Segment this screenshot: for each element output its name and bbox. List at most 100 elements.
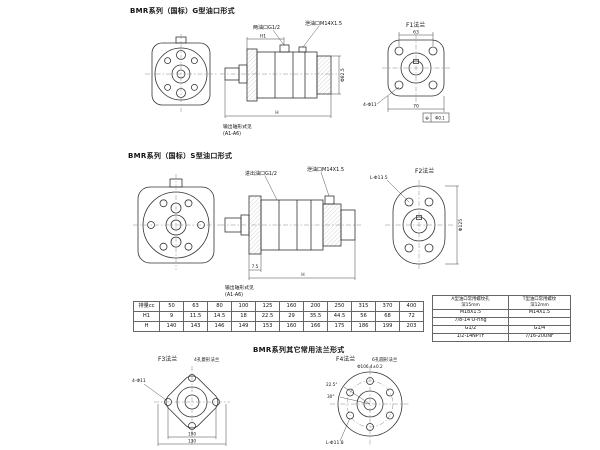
f2-flange-view: F2法兰 L-Φ13.5 Φ125 [370,167,464,270]
f4-angle1-label: 22.5° [326,382,337,387]
row-label: H1 [133,311,160,322]
cell: 1/2-14NPTF [432,333,509,342]
t-port-header: T型油口常用螺纹 深12mm [508,295,571,310]
dim-h1-label: H1 [260,34,266,40]
top-drawing: 两油口G1/2 泄油口M14X1.5 H1 H Φ82.5 输出轴形式见 (A1… [145,20,450,137]
f4-angle2-label: 30° [327,394,334,399]
f3-flange-note: 4孔菱形法兰 [194,356,220,363]
cell: 160 [279,321,304,332]
cell: 44.5 [327,311,352,322]
bottom-section-title: BMR系列其它常用法兰形式 [253,346,345,354]
top-section-title: BMR系列（国标）G型油口形式 [130,7,235,15]
a-port-title-line2: 深15mm [461,302,480,308]
f3-flange-view: F3法兰 4孔菱形法兰 4-Φ11 100 130 [132,355,230,446]
cell: 370 [375,301,400,312]
row-label: 排量cc [133,301,160,312]
cell: G1/2 [432,325,509,334]
cell: 7/8-14 O-ring [432,317,509,326]
f4-flange-label: F4法兰 [336,355,355,363]
cell: 199 [375,321,400,332]
f4-flange-view: F4法兰 6孔圆形法兰 Φ106.4±0.2 22.5° 30° L [326,355,410,446]
thread-row: 1/2-14NPTF 7/16-20UNF [432,333,571,342]
cell: M18X1.5 [432,309,509,318]
cell: 22.5 [255,311,280,322]
middle-drawing: 进出油口G1/2 泄油口M14X1.5 7.5 H 输出轴形式见 (A1-A6)… [133,166,464,298]
t-port-title-line1: T型油口常用螺纹 [522,297,557,303]
dim-shaft-diameter: Φ82.5 [340,68,346,82]
cell: 68 [375,311,400,322]
cell: 7/16-20UNF [508,333,571,342]
cell: 125 [255,301,280,312]
spec-row-displacement: 排量cc 50 63 80 100 125 160 200 250 315 37… [133,301,424,312]
cell: 72 [399,311,424,322]
f3-holes-label: 4-Φ11 [132,378,146,384]
cell [508,317,571,326]
f1-dim-bottom: 70 [413,104,419,110]
spec-row-h: H 140 143 146 149 153 160 166 175 186 19… [133,321,424,332]
f2-flange-label: F2法兰 [415,167,434,175]
t-port-title-line2: 深12mm [530,302,549,308]
port-leader-label-s: 进出油口G1/2 [245,170,277,177]
cell: 80 [207,301,232,312]
thread-row: M18X1.5 M14X1.5 [432,309,571,318]
shaft-note-s-line2: (A1-A6) [225,292,243,298]
cell: 166 [303,321,328,332]
cell: 200 [303,301,328,312]
cell: 315 [351,301,376,312]
cell: 56 [351,311,376,322]
thread-row: 7/8-14 O-ring [432,317,571,326]
cell: 203 [399,321,424,332]
cell: 160 [279,301,304,312]
f1-holes-label: 4-Φ11 [363,102,377,108]
cell: 100 [231,301,256,312]
spec-table: 排量cc 50 63 80 100 125 160 200 250 315 37… [133,301,424,332]
cell: 14.5 [207,311,232,322]
a-port-header: A型油口常用螺纹孔 深15mm [432,295,509,310]
cell: 29 [279,311,304,322]
cell: 9 [159,311,184,322]
f2-dim-side: Φ125 [458,219,464,231]
cell: 175 [327,321,352,332]
cell: 11.5 [183,311,208,322]
f2-holes-label: L-Φ13.5 [370,175,388,181]
cell: 400 [399,301,424,312]
f3-flange-label: F3法兰 [158,355,177,363]
cell: 186 [351,321,376,332]
dim-h-label-s: H [301,272,304,278]
thread-spec-table: A型油口常用螺纹孔 深15mm T型油口常用螺纹 深12mm M18X1.5 M… [432,295,571,342]
thread-header-row: A型油口常用螺纹孔 深15mm T型油口常用螺纹 深12mm [432,295,571,310]
cell: 140 [159,321,184,332]
cell: 146 [207,321,232,332]
tolerance-value: Φ0.1 [435,116,445,121]
bottom-drawing: F3法兰 4孔菱形法兰 4-Φ11 100 130 [132,355,410,446]
dim-h-label: H [275,110,278,116]
motor-front-view-s [133,174,220,270]
cell: G1/4 [508,325,571,334]
cell: 50 [159,301,184,312]
f3-dim-outer: 130 [188,439,196,444]
f1-dim-top: 63 [413,30,419,36]
middle-section-title: BMR系列（国标）S型油口形式 [128,152,233,160]
f4-flange-note: 6孔圆形法兰 [372,356,398,363]
shaft-note-line1: 输出轴形式见 [223,123,252,130]
f3-dim-inner: 100 [188,432,196,437]
row-label: H [133,321,160,332]
tolerance-symbol: ⊕ [425,117,429,122]
cell: 143 [183,321,208,332]
a-port-title-line1: A型油口常用螺纹孔 [451,297,490,303]
dim-small-label: 7.5 [252,264,259,269]
shaft-note-line2: (A1-A6) [223,131,241,137]
cell: M14X1.5 [508,309,571,318]
motor-front-view [145,34,217,112]
cell: 63 [183,301,208,312]
cell: 250 [327,301,352,312]
motor-side-view [220,44,337,102]
thread-row: G1/2 G1/4 [432,325,571,334]
spec-row-h1: H1 9 11.5 14.5 18 22.5 29 35.5 44.5 56 6… [133,311,424,322]
shaft-note-s-line1: 输出轴形式见 [225,284,254,291]
f1-flange-view: F1法兰 63 70 4-Φ11 [363,21,450,123]
f4-holes-label: L-Φ11.8 [326,440,344,446]
f1-tolerance-frame: ⊕ Φ0.1 [422,112,450,123]
cell: 149 [231,321,256,332]
